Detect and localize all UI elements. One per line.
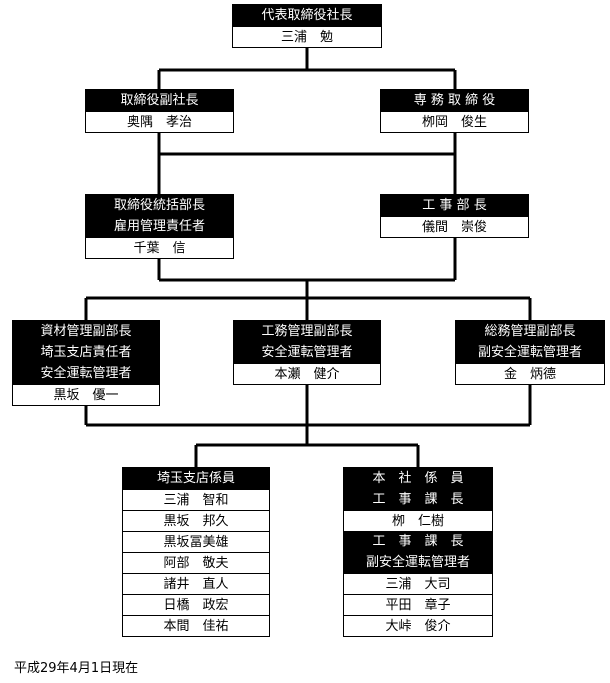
- node-title: 専 務 取 締 役: [381, 90, 528, 111]
- node-title: 取締役副社長: [86, 90, 233, 111]
- staff-member: 三浦 智和: [123, 489, 269, 510]
- node-title: 安全運転管理者: [234, 342, 380, 363]
- staff-member: 黒坂 邦久: [123, 510, 269, 531]
- staff-member: 大峠 俊介: [344, 615, 492, 636]
- node-title: 工 事 部 長: [381, 195, 528, 216]
- node-general-affairs-manager: 総務管理副部長 副安全運転管理者 金 炳德: [455, 320, 605, 385]
- node-title: 安全運転管理者: [13, 363, 159, 384]
- node-title: 雇用管理責任者: [86, 216, 233, 237]
- node-vice-president: 取締役副社長 奥隅 孝治: [85, 89, 234, 133]
- node-title: 資材管理副部長: [13, 321, 159, 342]
- node-title: 工 事 課 長: [344, 531, 492, 552]
- node-title: 取締役統括部長: [86, 195, 233, 216]
- node-title: 総務管理副部長: [456, 321, 604, 342]
- node-construction-manager: 工 事 部 長 儀間 崇俊: [380, 194, 529, 238]
- node-name: 金 炳德: [456, 363, 604, 384]
- node-headquarters-staff: 本 社 係 員 工 事 課 長 栁 仁樹 工 事 課 長 副安全運転管理者 三浦…: [343, 467, 493, 637]
- staff-member: 諸井 直人: [123, 573, 269, 594]
- node-works-manager: 工務管理副部長 安全運転管理者 本瀬 健介: [233, 320, 381, 385]
- node-title: 工務管理副部長: [234, 321, 380, 342]
- node-name: 本瀬 健介: [234, 363, 380, 384]
- node-president: 代表取締役社長 三浦 勉: [232, 4, 382, 48]
- node-title: 埼玉支店責任者: [13, 342, 159, 363]
- node-senior-director: 専 務 取 締 役 栁岡 俊生: [380, 89, 529, 133]
- node-saitama-branch-staff: 埼玉支店係員 三浦 智和 黒坂 邦久 黒坂冨美雄 阿部 敬夫 諸井 直人 日橋 …: [122, 467, 270, 637]
- staff-member: 平田 章子: [344, 594, 492, 615]
- node-name: 千葉 信: [86, 237, 233, 258]
- node-title: 代表取締役社長: [233, 5, 381, 26]
- node-name: 黒坂 優一: [13, 384, 159, 405]
- node-title: 工 事 課 長: [344, 489, 492, 510]
- node-title: 副安全運転管理者: [456, 342, 604, 363]
- node-title: 副安全運転管理者: [344, 552, 492, 573]
- staff-member: 黒坂冨美雄: [123, 531, 269, 552]
- staff-member: 三浦 大司: [344, 573, 492, 594]
- node-name: 儀間 崇俊: [381, 216, 528, 237]
- as-of-date: 平成29年4月1日現在: [14, 661, 139, 676]
- node-materials-manager: 資材管理副部長 埼玉支店責任者 安全運転管理者 黒坂 優一: [12, 320, 160, 406]
- staff-member: 栁 仁樹: [344, 510, 492, 531]
- node-title: 埼玉支店係員: [123, 468, 269, 489]
- node-title: 本 社 係 員: [344, 468, 492, 489]
- node-name: 栁岡 俊生: [381, 111, 528, 132]
- node-name: 三浦 勉: [233, 26, 381, 47]
- staff-member: 日橋 政宏: [123, 594, 269, 615]
- node-name: 奥隅 孝治: [86, 111, 233, 132]
- staff-member: 阿部 敬夫: [123, 552, 269, 573]
- node-general-manager: 取締役統括部長 雇用管理責任者 千葉 信: [85, 194, 234, 259]
- staff-member: 本間 佳祐: [123, 615, 269, 636]
